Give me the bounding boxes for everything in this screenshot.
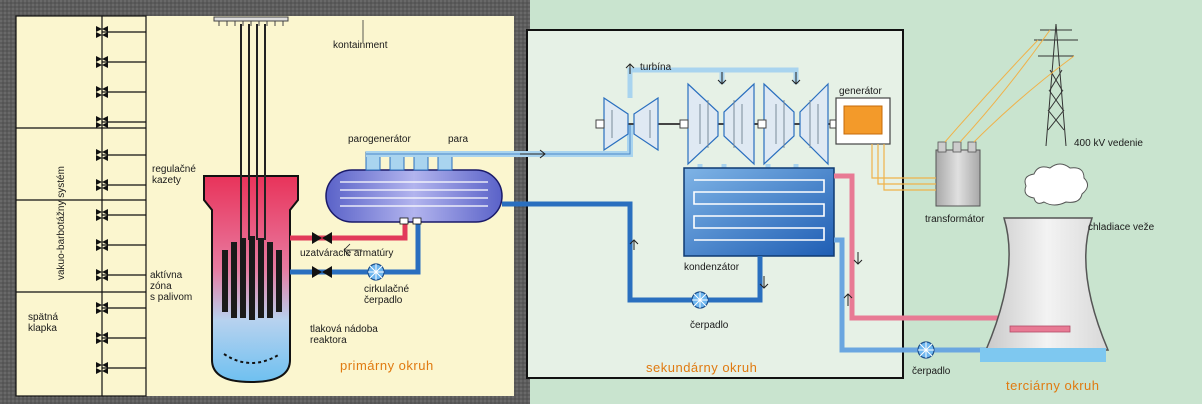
feedwater-arrow	[629, 239, 639, 250]
label-terciarny-okruh: terciárny okruh	[1006, 378, 1100, 393]
label-cerpadlo-tertiary: čerpadlo	[912, 366, 951, 377]
label-chladiace: chladiace veže	[1088, 222, 1155, 233]
control-rod-drive	[213, 16, 289, 26]
label-cirkulacne-1: cirkulačné	[364, 284, 410, 295]
label-primarny-okruh: primárny okruh	[340, 358, 434, 373]
label-transformator: transformátor	[925, 214, 985, 225]
steam-arrow	[520, 149, 546, 159]
label-regulacne-2: kazety	[152, 175, 181, 186]
condensate-line	[700, 256, 763, 303]
condensate-arrow	[759, 276, 769, 289]
label-generator: generátor	[839, 86, 882, 97]
power-lines	[944, 29, 1075, 143]
label-kondenzator: kondenzátor	[684, 262, 740, 273]
circulation-pump	[367, 263, 385, 281]
label-tlakova-2: reaktora	[310, 335, 347, 346]
label-uzatvaracie: uzatváracie armatúry	[300, 248, 394, 259]
generator-output-cables	[871, 144, 936, 191]
turbine-crossover-arrows	[625, 63, 801, 85]
tertiary-arrows	[843, 252, 863, 306]
label-spatna-1: spätná	[28, 312, 59, 323]
isolation-valves	[312, 232, 332, 278]
label-vedenie: 400 kV vedenie	[1074, 138, 1143, 149]
bubbler-system	[15, 15, 147, 397]
label-spatna-2: klapka	[28, 323, 57, 334]
label-aktivna-1: aktívna	[150, 270, 183, 281]
transformer	[935, 141, 981, 207]
steam-generator	[325, 169, 503, 225]
label-cirkulacne-2: čerpadlo	[364, 295, 403, 306]
primary-return-arrow	[343, 243, 362, 257]
label-aktivna-3: s palivom	[150, 292, 193, 303]
fuel-core	[222, 236, 282, 320]
tertiary-cold-line	[834, 237, 990, 353]
label-kontainment: kontainment	[333, 40, 388, 51]
steam-line-edge	[366, 124, 631, 155]
label-tlakova-1: tlaková nádoba	[310, 324, 378, 335]
label-turbina: turbína	[640, 62, 672, 73]
check-valves	[96, 26, 108, 374]
secondary-pump	[691, 291, 709, 309]
label-aktivna-2: zóna	[150, 281, 172, 292]
control-rods	[240, 24, 266, 240]
steam-cloud	[1024, 163, 1088, 206]
label-vakuo: vakuo-barbotážny systém	[56, 166, 67, 280]
turbine	[595, 82, 888, 166]
label-cerpadlo-secondary: čerpadlo	[690, 320, 729, 331]
primary-cold-leg	[290, 222, 421, 275]
generator	[835, 97, 891, 145]
condenser	[683, 167, 835, 257]
label-regulacne-1: regulačné	[152, 164, 196, 175]
tertiary-pump	[917, 341, 935, 359]
feedwater-line	[502, 201, 700, 303]
label-para: para	[448, 134, 469, 145]
label-sekundarny-okruh: sekundárny okruh	[646, 360, 758, 375]
label-parogenerator: parogenerátor	[348, 134, 411, 145]
cooling-tower	[980, 217, 1110, 362]
transmission-tower	[1034, 23, 1078, 147]
